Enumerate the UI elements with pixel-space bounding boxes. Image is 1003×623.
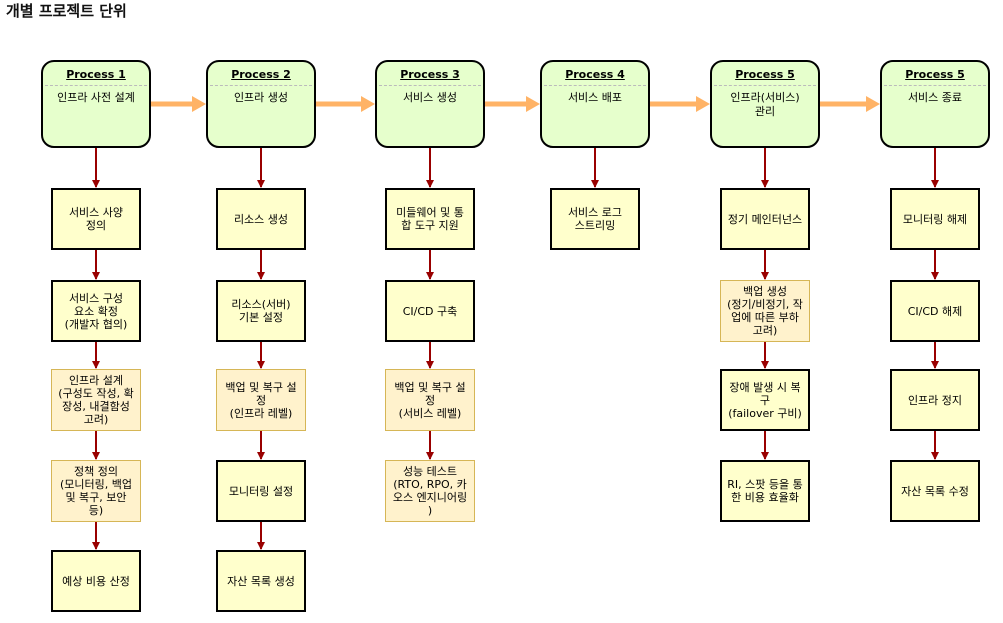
- header-divider: [884, 85, 986, 86]
- header-divider: [210, 85, 312, 86]
- process-header-4: Process 4 서비스 배포: [540, 60, 650, 148]
- process-label: 서비스 종료: [907, 91, 963, 104]
- process-name: Process 5: [905, 68, 965, 81]
- step-box: 예상 비용 산정: [51, 550, 141, 612]
- process-name: Process 1: [66, 68, 126, 81]
- process-name: Process 5: [735, 68, 795, 81]
- step-box: RI, 스팟 등을 통 한 비용 효율화: [720, 460, 810, 522]
- step-box: 리소스 생성: [216, 188, 306, 250]
- step-box: 인프라 설계 (구성도 작성, 확 장성, 내결함성 고려): [51, 369, 141, 431]
- step-box: 백업 및 복구 설 정 (인프라 레벨): [216, 369, 306, 431]
- step-box: 미들웨어 및 통 합 도구 지원: [385, 188, 475, 250]
- process-label: 인프라 사전 설계: [57, 91, 135, 104]
- process-name: Process 3: [400, 68, 460, 81]
- process-header-2: Process 2 인프라 생성: [206, 60, 316, 148]
- step-box: CI/CD 해제: [890, 280, 980, 342]
- flow-arrow: [820, 96, 880, 112]
- step-box: 서비스 사양 정의: [51, 188, 141, 250]
- process-label: 서비스 생성: [402, 91, 458, 104]
- step-box: 리소스(서버) 기본 설정: [216, 280, 306, 342]
- flow-arrow: [485, 96, 540, 112]
- step-box: CI/CD 구축: [385, 280, 475, 342]
- diagram-title: 개별 프로젝트 단위: [6, 2, 127, 20]
- step-box: 자산 목록 생성: [216, 550, 306, 612]
- process-header-3: Process 3 서비스 생성: [375, 60, 485, 148]
- step-box: 성능 테스트 (RTO, RPO, 카 오스 엔지니어링 ): [385, 460, 475, 522]
- process-label: 인프라 생성: [233, 91, 289, 104]
- header-divider: [45, 85, 147, 86]
- step-box: 정책 정의 (모니터링, 백업 및 복구, 보안 등): [51, 460, 141, 522]
- header-divider: [544, 85, 646, 86]
- step-box: 정기 메인터넌스: [720, 188, 810, 250]
- header-divider: [714, 85, 816, 86]
- step-box: 자산 목록 수정: [890, 460, 980, 522]
- flow-arrow: [650, 96, 710, 112]
- process-header-1: Process 1 인프라 사전 설계: [41, 60, 151, 148]
- process-label: 인프라(서비스) 관리: [730, 91, 800, 118]
- header-divider: [379, 85, 481, 86]
- step-box: 모니터링 설정: [216, 460, 306, 522]
- flow-arrow: [316, 96, 375, 112]
- step-box: 모니터링 해제: [890, 188, 980, 250]
- step-box: 인프라 정지: [890, 369, 980, 431]
- process-name: Process 2: [231, 68, 291, 81]
- process-name: Process 4: [565, 68, 625, 81]
- step-box: 백업 및 복구 설 정 (서비스 레벨): [385, 369, 475, 431]
- step-box: 장애 발생 시 복 구 (failover 구비): [720, 369, 810, 431]
- step-box: 서비스 로그 스트리밍: [550, 188, 640, 250]
- step-box: 백업 생성 (정기/비정기, 작 업에 따른 부하 고려): [720, 280, 810, 342]
- step-box: 서비스 구성 요소 확정 (개발자 협의): [51, 280, 141, 342]
- process-header-6: Process 5 서비스 종료: [880, 60, 990, 148]
- process-header-5: Process 5 인프라(서비스) 관리: [710, 60, 820, 148]
- flow-arrow: [151, 96, 206, 112]
- process-label: 서비스 배포: [567, 91, 623, 104]
